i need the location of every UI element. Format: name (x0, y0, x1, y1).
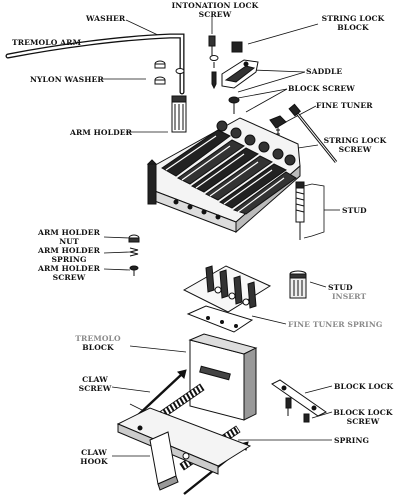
block-lock-part (271, 379, 327, 423)
tremolo-plate-part (186, 305, 254, 333)
label-fine-tuner-spring: FINE TUNER SPRING (288, 320, 383, 329)
stud-part (295, 181, 305, 240)
tremolo-arm-part (5, 33, 185, 95)
arm-holder-small-parts (128, 234, 140, 276)
label-intonation-lock-screw-line1: INTONATION LOCK (171, 1, 259, 10)
label-washer: WASHER (86, 14, 126, 23)
label-arm-holder-screw-line2: SCREW (52, 273, 86, 282)
label-arm-holder-nut-line1: ARM HOLDER (37, 228, 101, 237)
label-tremolo-block-line2: BLOCK (82, 343, 114, 352)
intonation-screw-part (208, 35, 219, 90)
label-string-lock-screw-line2: SCREW (338, 145, 372, 154)
label-string-lock-block-line2: BLOCK (337, 23, 369, 32)
label-string-lock-screw-line1: STRING LOCK (323, 136, 387, 145)
label-arm-holder-screw-line1: ARM HOLDER (37, 264, 101, 273)
label-tremolo-block-line1: TREMOLO (75, 334, 121, 343)
label-spring: SPRING (334, 436, 370, 445)
label-nylon-washer: NYLON WASHER (30, 75, 104, 84)
label-tremolo-arm: TREMOLO ARM (12, 38, 82, 47)
label-stud-insert-line1: STUD (328, 283, 353, 292)
leader-lines (101, 17, 340, 457)
stud-insert-part (289, 270, 307, 299)
arm-holder-part (171, 95, 187, 133)
block-screw-part (228, 96, 240, 114)
label-intonation-lock-screw-line2: SCREW (198, 10, 232, 19)
washers-part (154, 60, 185, 85)
label-block-lock-screw-line2: SCREW (346, 417, 380, 426)
label-arm-holder: ARM HOLDER (70, 128, 133, 137)
label-arm-holder-spring-line1: ARM HOLDER (37, 246, 101, 255)
label-arm-holder-nut-line2: NUT (59, 237, 79, 246)
label-stud: STUD (342, 206, 367, 215)
tremolo-block-part (188, 333, 258, 421)
label-arm-holder-spring-line2: SPRING (51, 255, 87, 264)
label-claw-screw-line1: CLAW (82, 375, 108, 384)
string-lock-block-part (231, 41, 243, 53)
label-claw-screw-line2: SCREW (78, 384, 112, 393)
label-block-lock-screw-line1: BLOCK LOCK (333, 408, 393, 417)
fine-tuner-spring-part (182, 265, 272, 313)
label-saddle: SADDLE (306, 67, 343, 76)
label-block-lock: BLOCK LOCK (334, 382, 394, 391)
label-claw-hook-line2: HOOK (80, 457, 108, 466)
label-claw-hook-line1: CLAW (81, 448, 107, 457)
string-lock-screw-part (288, 103, 338, 163)
label-block-screw: BLOCK SCREW (288, 84, 355, 93)
label-fine-tuner: FINE TUNER (316, 101, 373, 110)
bridge-assembly-part (146, 117, 301, 234)
claw-hook-part (116, 407, 252, 491)
label-stud-insert-line2: INSERT (332, 292, 367, 301)
saddle-part (221, 59, 259, 89)
label-string-lock-block-line1: STRING LOCK (321, 14, 385, 23)
